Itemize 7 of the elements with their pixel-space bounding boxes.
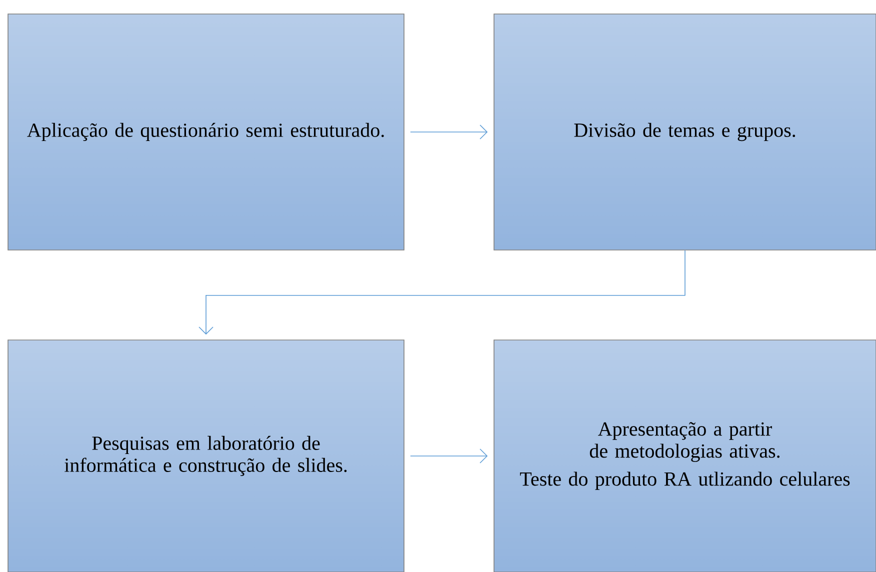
arrow [410,124,488,140]
process-box: Apresentação a partir de metodologias ativas. Teste do produto RA utlizando celulares [494,340,876,572]
process-box: Aplicação de questionário semi estruturado. [8,14,404,250]
process-box: Divisão de temas e grupos. [494,14,876,250]
arrow [198,250,686,335]
arrow [410,448,488,464]
process-box: Pesquisas em laboratório de informática e construção de slides. [8,340,404,572]
